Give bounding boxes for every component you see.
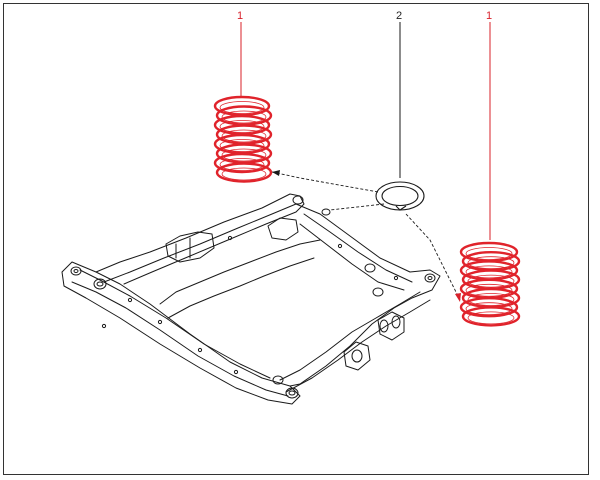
coil-spring-left-icon (213, 95, 273, 183)
spring-coil-inner-edge (467, 256, 515, 270)
spring-coil-inner-edge (219, 158, 265, 171)
spring-coil-inner-edge (219, 120, 265, 133)
spring-coil-inner-edge (467, 293, 515, 306)
spring-coil-inner-edge (465, 247, 513, 260)
spring-coil-inner-edge (465, 302, 513, 316)
callout-number-isolator: 2 (396, 10, 402, 22)
arrow-to-left-spring-icon (272, 170, 280, 176)
spring-coil-inner-edge (467, 274, 515, 288)
arrow-to-right-spring-icon (455, 293, 461, 302)
spring-coil-inner-edge (465, 265, 513, 279)
spring-coil-turn (213, 152, 271, 174)
spring-coil-inner-edge (219, 101, 265, 114)
coil-spring-right-icon (459, 241, 521, 327)
spring-coil-inner-edge (467, 311, 515, 325)
spring-coil-turn (461, 306, 521, 327)
spring-coil-inner-edge (219, 139, 265, 152)
callout-number-spring-right: 1 (486, 10, 492, 22)
spring-coil-inner-edge (221, 110, 267, 124)
assembly-leader-lines (271, 171, 461, 301)
front-subframe-icon (61, 193, 441, 405)
callout-number-spring-left: 1 (237, 10, 243, 22)
spring-coil-inner-edge (465, 283, 513, 297)
spring-coil-inner-edge (221, 129, 267, 143)
spring-isolator-ring-icon (375, 181, 425, 211)
spring-coil-inner-edge (221, 148, 267, 162)
spring-coil-turn (215, 162, 273, 183)
spring-coil-inner-edge (221, 167, 267, 181)
spring-coil-turn (459, 297, 519, 318)
